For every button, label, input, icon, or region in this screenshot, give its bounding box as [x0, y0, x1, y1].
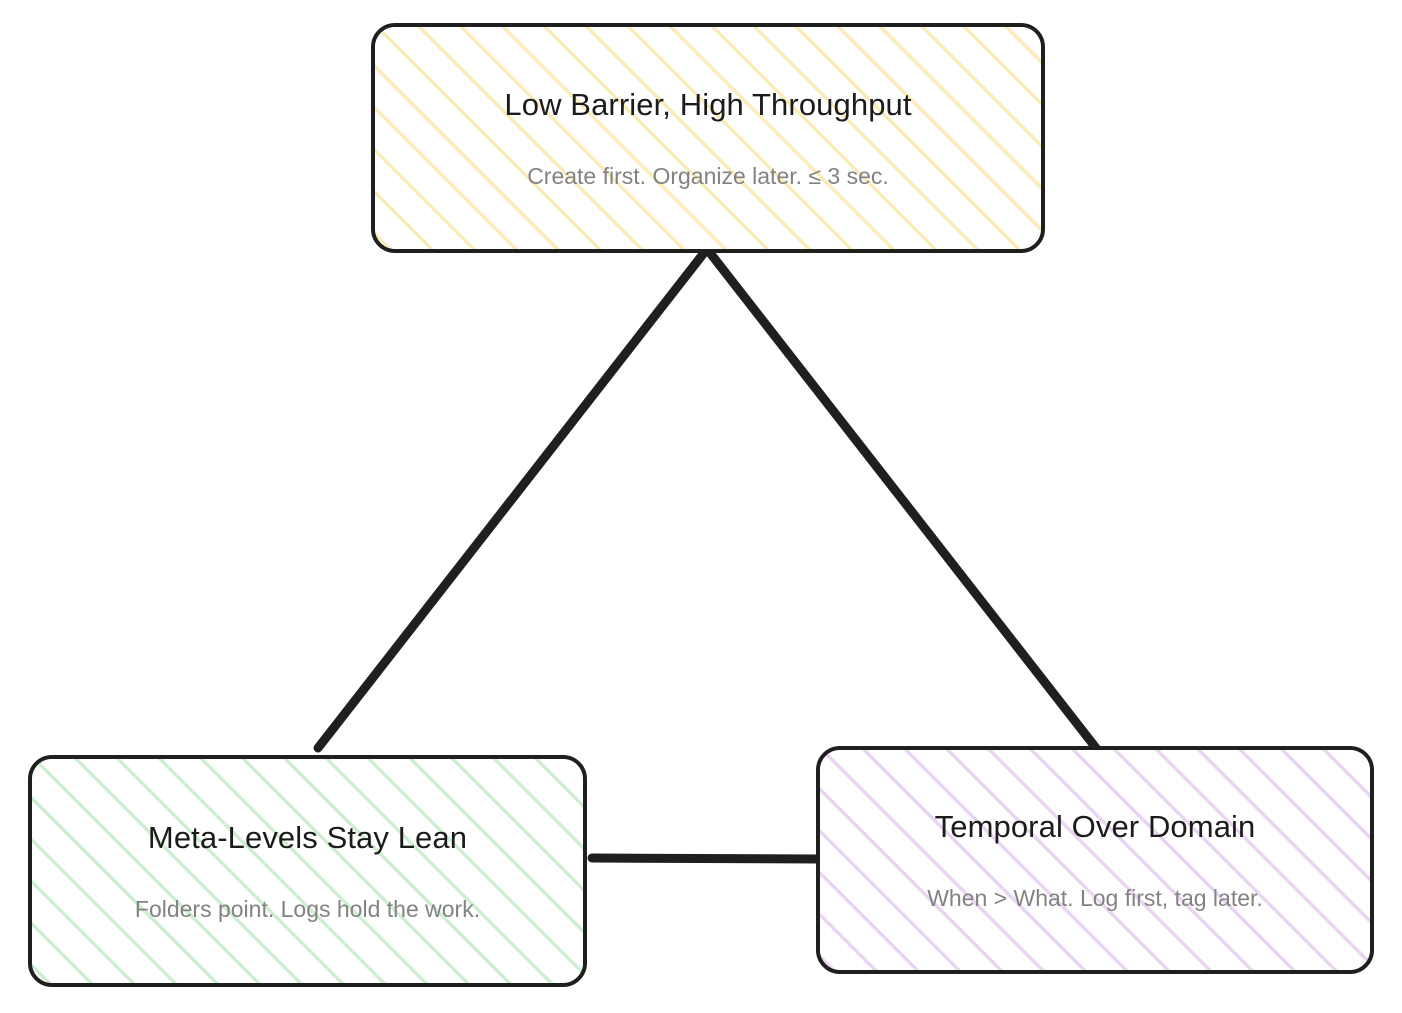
node-temporal-over-domain[interactable]: Temporal Over Domain When > What. Log fi… [816, 746, 1374, 974]
node-subtitle: Create first. Organize later. ≤ 3 sec. [527, 162, 889, 189]
node-low-barrier-high-throughput[interactable]: Low Barrier, High Throughput Create firs… [371, 23, 1045, 253]
edge-top-to-left [313, 244, 712, 753]
node-label-group: Meta-Levels Stay Lean Folders point. Log… [32, 820, 583, 922]
node-label-group: Temporal Over Domain When > What. Log fi… [820, 809, 1370, 911]
node-title: Temporal Over Domain [934, 808, 1256, 844]
node-title: Meta-Levels Stay Lean [147, 819, 468, 855]
node-title: Low Barrier, High Throughput [504, 86, 912, 122]
node-subtitle: Folders point. Logs hold the work. [134, 895, 481, 922]
node-subtitle: When > What. Log first, tag later. [927, 884, 1263, 911]
node-meta-levels-stay-lean[interactable]: Meta-Levels Stay Lean Folders point. Log… [28, 755, 587, 987]
node-label-group: Low Barrier, High Throughput Create firs… [375, 87, 1041, 189]
edge-top-to-right [702, 244, 1101, 753]
edge-left-to-right [587, 853, 825, 864]
